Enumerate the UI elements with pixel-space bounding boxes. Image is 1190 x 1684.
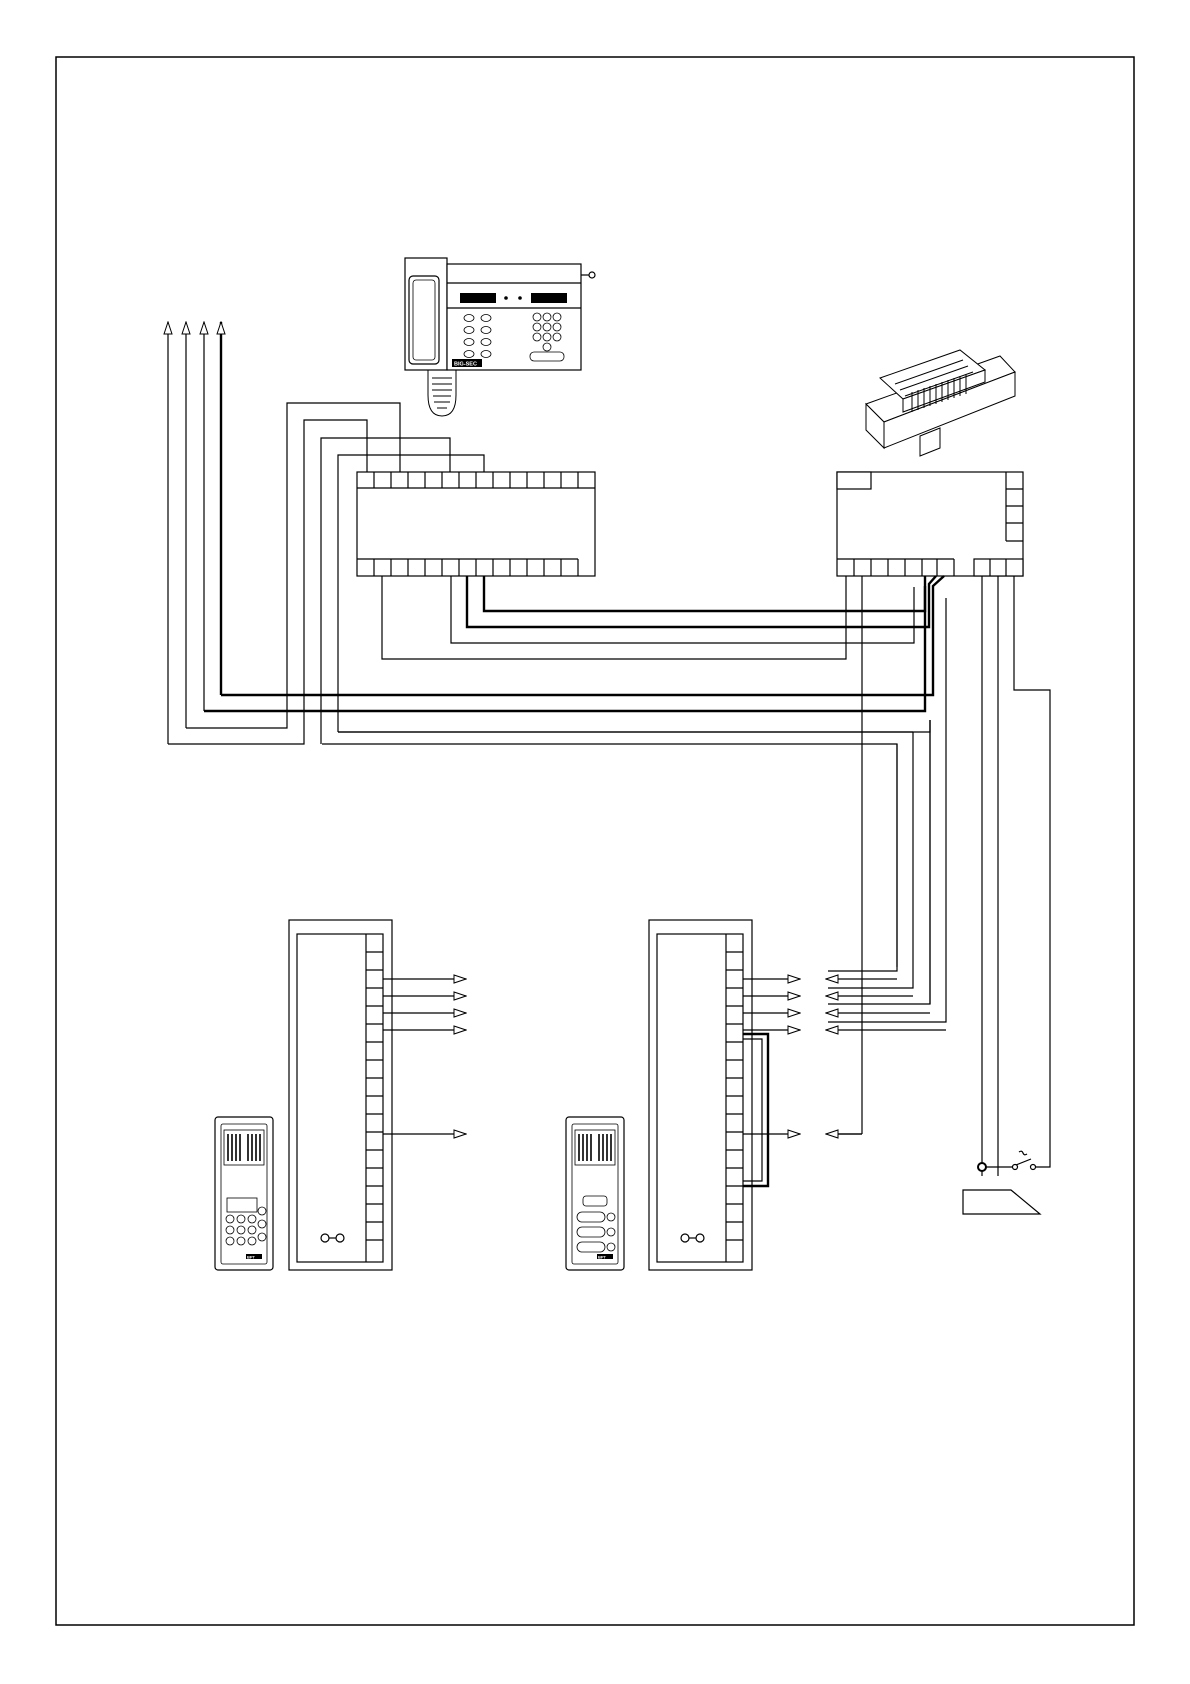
button-entrance-panel: BPT <box>566 1117 624 1270</box>
keypad-board-outputs <box>383 979 466 1134</box>
riser-board-keypad <box>289 920 466 1270</box>
lock-switch-icon <box>1013 1151 1036 1169</box>
keypad-panel-logo: BPT <box>247 1255 256 1260</box>
controller <box>837 472 1023 576</box>
page-frame <box>56 57 1134 1625</box>
riser-board-buttons <box>649 920 946 1270</box>
junction-dot <box>978 1163 986 1171</box>
door-lock-assembly <box>963 1151 1040 1214</box>
button-board-inputs <box>826 979 946 1134</box>
interface-module <box>357 472 595 576</box>
riser-arrows <box>168 322 221 744</box>
button-panel-logo: BPT <box>598 1255 607 1260</box>
dial-keypad <box>530 313 564 361</box>
call-buttons-icon <box>577 1212 615 1252</box>
electric-lock-icon <box>963 1190 1040 1214</box>
keypad-display <box>227 1198 257 1212</box>
keypad-entrance-panel: BPT <box>215 1117 273 1270</box>
power-supply <box>866 350 1015 456</box>
concierge-switchboard: BIG-SEC <box>405 258 595 416</box>
name-tag <box>583 1196 607 1206</box>
display-right <box>531 293 567 303</box>
switchboard-logo: BIG-SEC <box>454 362 477 368</box>
coiled-cord <box>428 370 456 416</box>
key-lock-icon <box>589 272 595 278</box>
handset <box>409 276 439 364</box>
display-left <box>460 293 496 303</box>
